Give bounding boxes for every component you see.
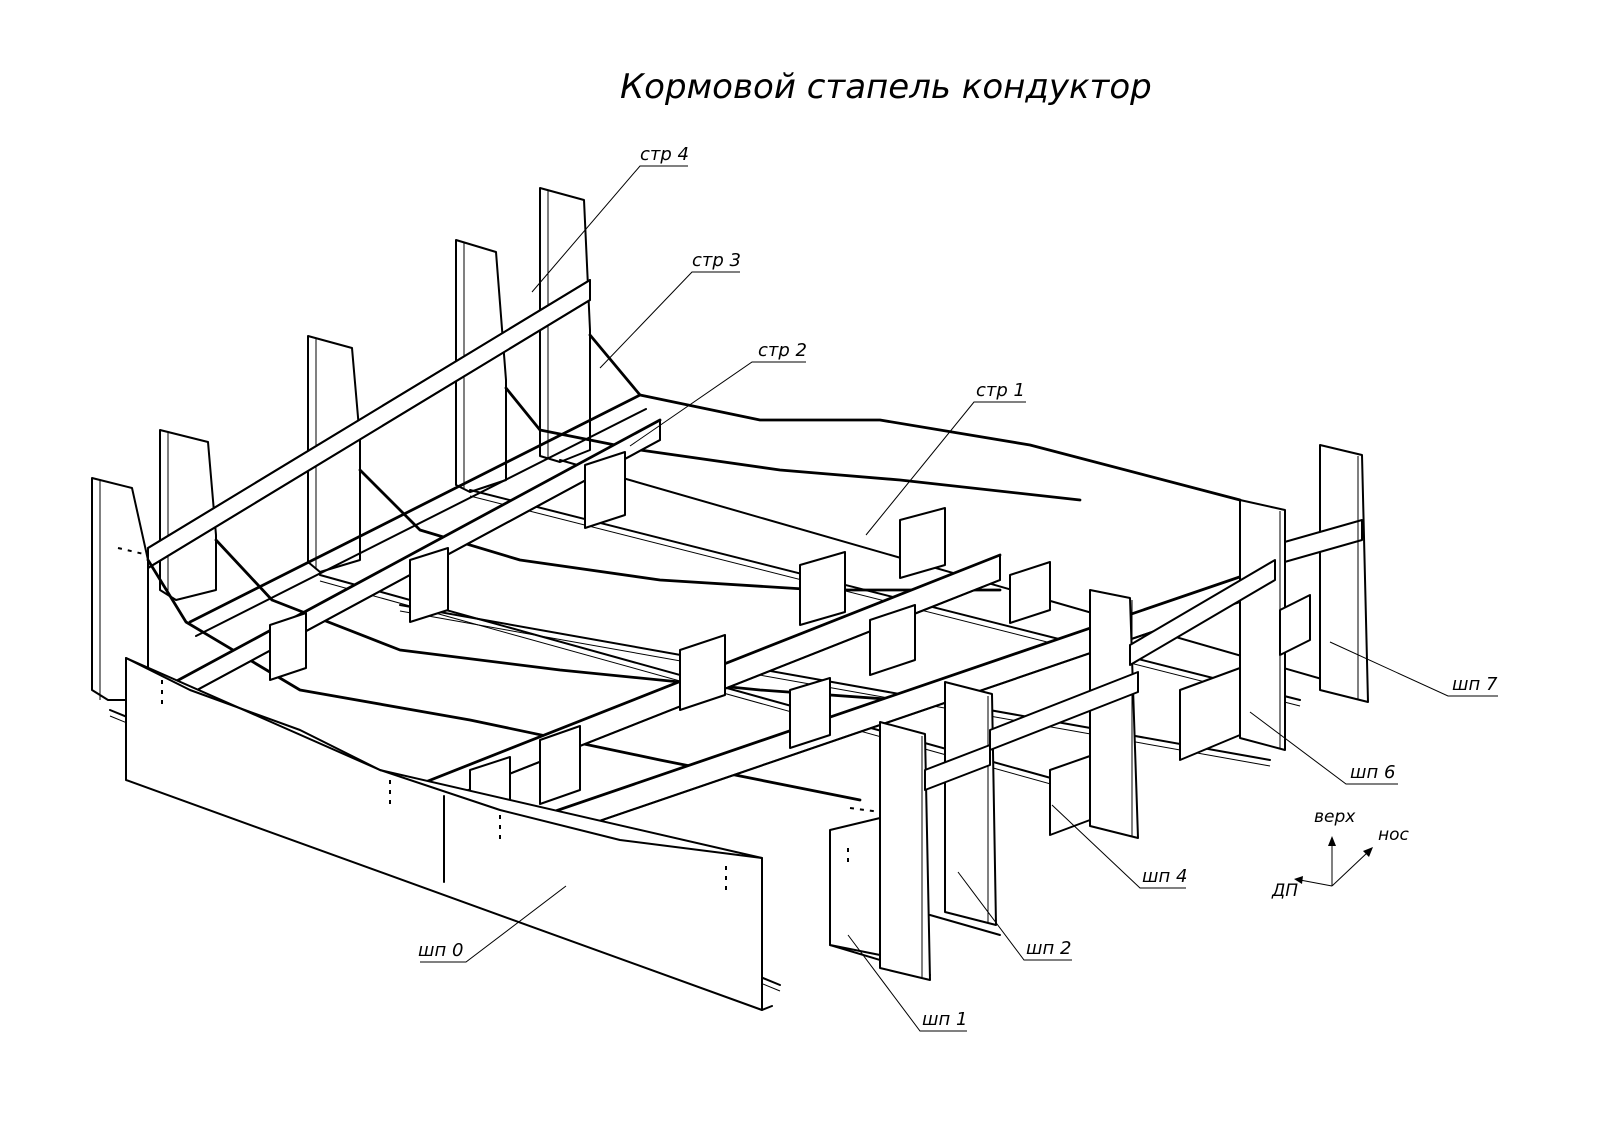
frame-plates-front xyxy=(829,444,1369,981)
label-str-4: стр 4 xyxy=(640,144,689,165)
axis-bow-arrowhead xyxy=(1363,847,1373,857)
drawing-title: Кормовой стапель кондуктор xyxy=(620,67,1152,107)
frame-0-transom xyxy=(125,657,773,1011)
label-sp-0: шп 0 xyxy=(418,940,463,961)
bracket-plates xyxy=(269,451,1051,829)
axis-bow-label: нос xyxy=(1378,825,1410,845)
label-sp-2: шп 2 xyxy=(1026,938,1071,959)
label-sp-7: шп 7 xyxy=(1452,674,1498,695)
front-cross-beams xyxy=(924,559,1311,836)
axis-centerline-line xyxy=(1299,879,1333,887)
label-str-3: стр 3 xyxy=(692,250,741,271)
label-str-1: стр 1 xyxy=(976,380,1025,401)
label-sp-6: шп 6 xyxy=(1350,762,1395,783)
axis-bow-line xyxy=(1331,851,1369,887)
hidden-lines xyxy=(117,547,881,890)
axis-up-arrowhead xyxy=(1328,836,1336,846)
axis-up-label: верх xyxy=(1314,807,1356,827)
stringer-3 xyxy=(188,393,647,637)
axis-centerline-label: ДП xyxy=(1271,881,1298,901)
axis-centerline-arrowhead xyxy=(1294,876,1303,884)
orientation-axes: верх нос ДП xyxy=(1271,807,1410,901)
label-sp-4: шп 4 xyxy=(1142,866,1187,887)
stringer-4 xyxy=(147,279,591,569)
frame-leaders xyxy=(420,641,1498,1032)
label-sp-1: шп 1 xyxy=(922,1009,967,1030)
stringer-leaders xyxy=(531,165,1026,536)
label-str-2: стр 2 xyxy=(758,340,807,361)
